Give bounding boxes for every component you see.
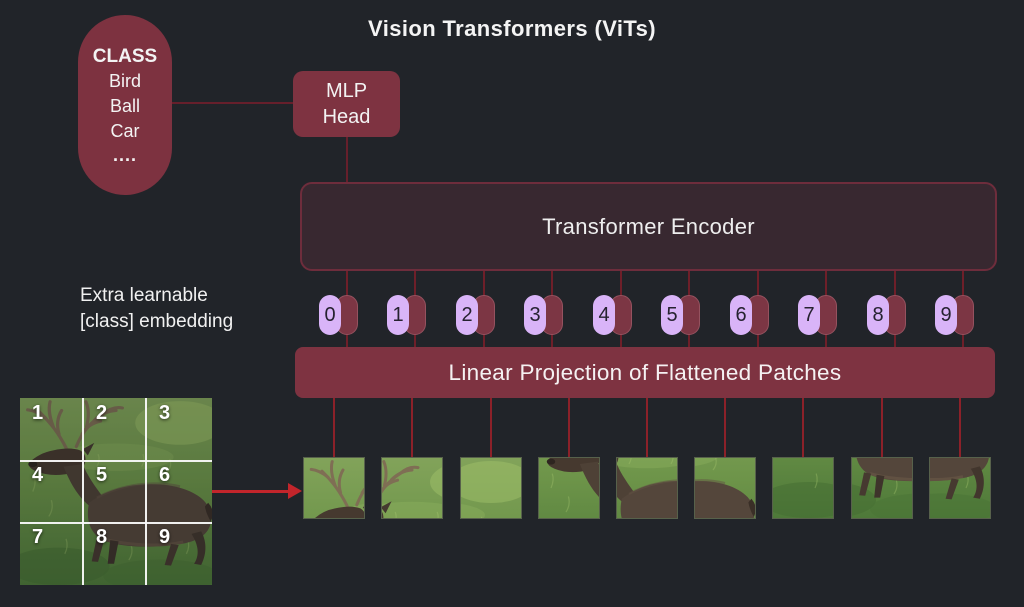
- token-pair-6: 6: [730, 295, 780, 335]
- patch-image-2: [381, 457, 443, 519]
- linear-projection-label: Linear Projection of Flattened Patches: [448, 359, 842, 385]
- patch-image-4: [538, 457, 600, 519]
- source-image-grid: 1 2 3 4 5 6 7 8 9: [20, 398, 212, 585]
- token-pair-7: 7: [798, 295, 848, 335]
- patch-image-8: [851, 457, 913, 519]
- grid-cell-number: 8: [96, 526, 108, 548]
- patch-image-5: [616, 457, 678, 519]
- patch-connector-line: [646, 398, 648, 457]
- class-item: Bird: [108, 71, 141, 91]
- grid-cell-number: 1: [32, 402, 44, 424]
- grid-cell-number: 9: [159, 526, 171, 548]
- class-item: Ball: [109, 96, 140, 116]
- token-pill: 4: [593, 295, 615, 335]
- token-pair-1: 1: [387, 295, 437, 335]
- image-to-patches-arrow: [212, 490, 289, 493]
- patch-connector-line: [959, 398, 961, 457]
- token-pill: 9: [935, 295, 957, 335]
- image-dim-overlay: [20, 398, 212, 585]
- class-heading: CLASS: [92, 46, 158, 67]
- patch-image-6: [694, 457, 756, 519]
- mlp-head-label-line2: Head: [322, 106, 371, 128]
- patch-connector-line: [568, 398, 570, 457]
- class-ellipsis: ....: [112, 145, 137, 165]
- patch-connector-line: [333, 398, 335, 457]
- grid-line: [20, 460, 212, 462]
- grid-cell-number: 7: [32, 526, 44, 548]
- class-output-pill: CLASS Bird Ball Car ....: [78, 15, 172, 195]
- mlp-head-box: MLP Head: [293, 71, 400, 137]
- patch-connector-line: [724, 398, 726, 457]
- patch-connector-line: [802, 398, 804, 457]
- patch-image-7: [772, 457, 834, 519]
- grid-cell-number: 2: [96, 402, 108, 424]
- token-pair-4: 4: [593, 295, 643, 335]
- mlp-to-encoder-line: [346, 137, 348, 182]
- right-arrow-icon: [288, 483, 302, 499]
- token-pair-8: 8: [867, 295, 917, 335]
- page-title: Vision Transformers (ViTs): [368, 16, 656, 41]
- transformer-encoder-label: Transformer Encoder: [542, 213, 755, 239]
- token-pill: 2: [456, 295, 478, 335]
- token-pair-0: 0: [319, 295, 369, 335]
- grid-cell-number: 3: [159, 402, 171, 424]
- grid-line: [82, 398, 84, 585]
- extra-embedding-note-line1: Extra learnable: [80, 285, 208, 306]
- patch-image-3: [460, 457, 522, 519]
- mlp-head-label-line1: MLP: [325, 80, 368, 102]
- linear-projection-bar: Linear Projection of Flattened Patches: [295, 347, 995, 398]
- token-pair-2: 2: [456, 295, 506, 335]
- token-pill: 8: [867, 295, 889, 335]
- grid-line: [145, 398, 147, 585]
- grid-cell-number: 5: [96, 464, 108, 486]
- patch-image-1: [303, 457, 365, 519]
- token-pair-5: 5: [661, 295, 711, 335]
- patch-image-9: [929, 457, 991, 519]
- token-pill: 1: [387, 295, 409, 335]
- class-item: Car: [110, 121, 140, 141]
- patch-connector-line: [490, 398, 492, 457]
- transformer-encoder-box: Transformer Encoder: [300, 182, 997, 271]
- patch-connector-line: [881, 398, 883, 457]
- token-pill: 6: [730, 295, 752, 335]
- extra-embedding-note: Extra learnable [class] embedding: [80, 283, 233, 335]
- token-pill: 0: [319, 295, 341, 335]
- patch-connector-line: [411, 398, 413, 457]
- token-pill: 3: [524, 295, 546, 335]
- token-pill: 7: [798, 295, 820, 335]
- token-pair-9: 9: [935, 295, 985, 335]
- class-to-mlp-line: [172, 102, 293, 104]
- grid-cell-number: 4: [32, 464, 44, 486]
- token-pair-3: 3: [524, 295, 574, 335]
- extra-embedding-note-line2: [class] embedding: [80, 311, 234, 332]
- token-pill: 5: [661, 295, 683, 335]
- grid-cell-number: 6: [159, 464, 171, 486]
- grid-line: [20, 522, 212, 524]
